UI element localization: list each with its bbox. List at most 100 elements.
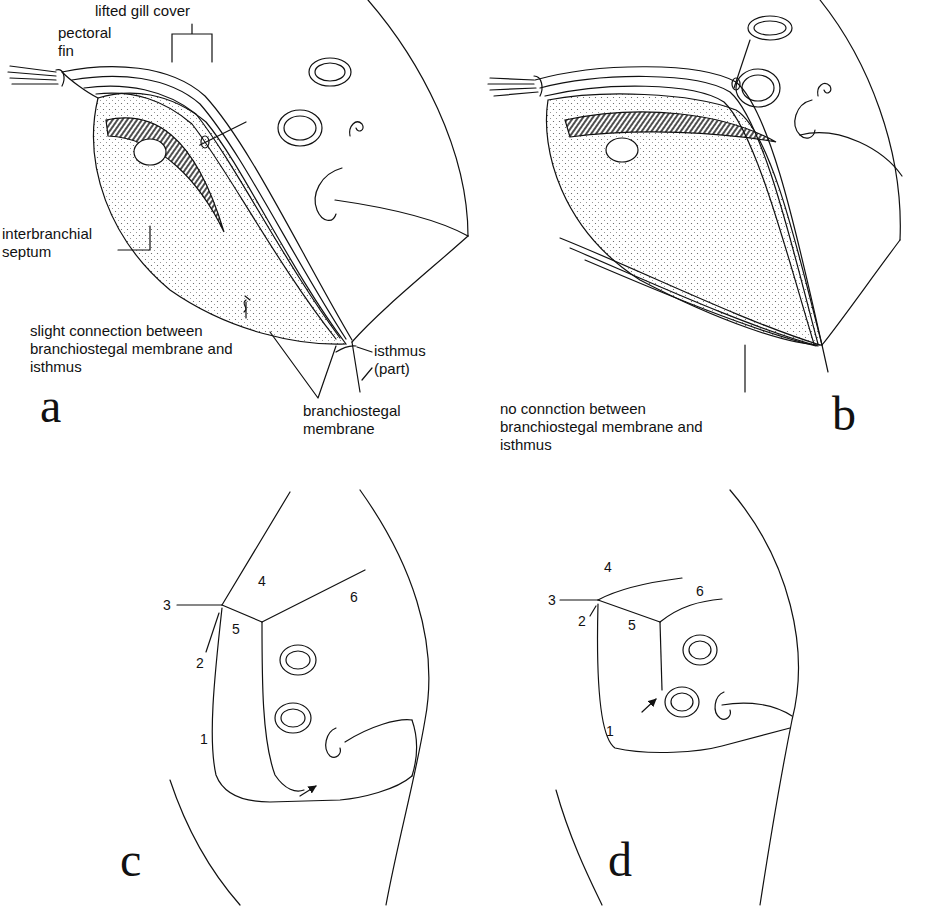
- panel-a-gill-stroke: [94, 93, 346, 344]
- panel-c-head-stroke: [170, 780, 240, 905]
- callout-number: 3: [163, 598, 171, 612]
- callout-number: 1: [606, 724, 614, 738]
- panel-a-gill: [8, 66, 352, 344]
- panel-a-gill-stroke: [201, 136, 209, 148]
- panel-d-head-stroke: [671, 693, 693, 711]
- panel-c-head-stroke: [280, 645, 316, 675]
- panel-b-head-stroke: [754, 21, 786, 35]
- panel-b-head-stroke: [742, 75, 774, 101]
- panel-b-head-stroke: [795, 100, 815, 138]
- part-label: branchiostegal membrane: [303, 402, 415, 438]
- panel-c-head-stroke: [262, 570, 365, 622]
- panel-b-gill-stroke: [546, 94, 822, 345]
- panel-a-gill-stroke: [106, 118, 224, 232]
- panel-a-gill-stroke: [244, 296, 250, 312]
- panel-a-gill-stroke: [62, 67, 352, 340]
- callout-number: 6: [696, 584, 704, 598]
- panel-c-head-stroke: [360, 490, 429, 905]
- part-label: slight connection between branchiostegal…: [30, 322, 245, 376]
- panel-a-leaders-stroke: [270, 332, 336, 398]
- panel-b-gill-stroke: [534, 76, 542, 96]
- panel-a-head-stroke: [284, 116, 316, 140]
- panel-d-head-stroke: [730, 490, 798, 905]
- panel-d-head-stroke: [642, 699, 656, 712]
- panel-a-gill-stroke: [8, 66, 58, 84]
- fish-head-illustration-stroke: [8, 0, 902, 905]
- panel-letter: d: [608, 836, 632, 884]
- part-label: lifted gill cover: [95, 2, 245, 20]
- callout-number: 2: [196, 656, 204, 670]
- panel-c-head-stroke: [326, 728, 341, 757]
- callout-number: 4: [604, 560, 612, 574]
- panel-b-head-stroke: [820, 0, 900, 240]
- panel-d-head-stroke: [598, 578, 682, 600]
- callout-number: 6: [350, 590, 358, 604]
- panel-c-head: [170, 490, 429, 905]
- panel-b-gill-stroke: [535, 67, 822, 345]
- panel-letter: a: [40, 382, 61, 430]
- panel-c-head-stroke: [345, 720, 412, 742]
- panel-c-head-stroke: [275, 703, 311, 733]
- panel-b-gill-stroke: [565, 112, 776, 142]
- panel-a-gill-stroke: [200, 122, 246, 145]
- callout-number: 3: [548, 593, 556, 607]
- panel-a-head-stroke: [309, 58, 351, 86]
- panel-a-head-stroke: [278, 110, 322, 146]
- callout-number: 2: [578, 614, 586, 628]
- panel-c-head-stroke: [177, 604, 222, 605]
- panel-c-head-stroke: [300, 786, 316, 796]
- part-label: no connction between branchiostegal memb…: [500, 400, 740, 454]
- callout-number: 5: [628, 618, 636, 632]
- panel-d-head-stroke: [556, 790, 602, 905]
- panel-b-gill-stroke: [732, 78, 740, 90]
- panel-a-gill-stroke: [84, 86, 340, 338]
- panel-c-head-stroke: [222, 492, 290, 605]
- part-label: pectoral fin: [58, 24, 128, 60]
- panel-b-head-stroke: [822, 240, 900, 345]
- panel-a-gill-stroke: [134, 139, 166, 165]
- panel-a-leaders-stroke: [172, 24, 212, 62]
- panel-a-head-stroke: [315, 63, 345, 81]
- panel-a-gill-stroke: [72, 76, 346, 339]
- panel-letter: c: [120, 836, 141, 884]
- panel-b-gill-stroke: [744, 345, 745, 392]
- panel-a-head-stroke: [315, 168, 342, 220]
- callout-number: 4: [258, 574, 266, 588]
- panel-a-gill-stroke: [62, 72, 98, 98]
- panel-d-head-stroke: [689, 641, 711, 659]
- panel-a-head-stroke: [335, 200, 468, 236]
- panel-b-head-stroke: [822, 345, 828, 372]
- panel-c-head-stroke: [222, 605, 262, 622]
- panel-a-head-stroke: [336, 346, 356, 352]
- panel-d-head-stroke: [715, 692, 730, 719]
- panel-b-gill-stroke: [734, 40, 750, 88]
- panel-a-leaders-stroke: [118, 226, 150, 250]
- panel-d-head-stroke: [665, 687, 699, 717]
- part-label: interbranchial septum: [2, 225, 114, 261]
- panel-d-head-stroke: [722, 703, 792, 716]
- panel-b-gill-stroke: [560, 238, 820, 345]
- panel-b-head-stroke: [800, 133, 902, 176]
- panel-b-gill-stroke: [488, 78, 538, 96]
- panel-b-gill: [488, 40, 822, 392]
- panel-a-leaders-stroke: [357, 347, 372, 380]
- panel-c-head-stroke: [206, 613, 219, 652]
- panel-a-head-stroke: [352, 236, 468, 342]
- panel-d-head-stroke: [590, 606, 596, 616]
- panel-b-gill-stroke: [540, 76, 818, 344]
- panel-c-head-stroke: [281, 709, 305, 727]
- panel-d-head: [556, 490, 798, 905]
- panel-b-gill-stroke: [570, 248, 818, 346]
- panel-b-gill-stroke: [606, 138, 638, 162]
- panel-a-head-stroke: [368, 0, 468, 236]
- part-label: isthmus (part): [374, 342, 446, 378]
- panel-c-head-stroke: [262, 622, 304, 791]
- panel-d-head-stroke: [683, 635, 717, 665]
- panel-a-head-stroke: [352, 342, 360, 392]
- panel-letter: b: [832, 390, 856, 438]
- panel-a-gill-stroke: [96, 93, 336, 339]
- panel-b-gill-stroke: [585, 260, 816, 346]
- callout-number: 5: [232, 622, 240, 636]
